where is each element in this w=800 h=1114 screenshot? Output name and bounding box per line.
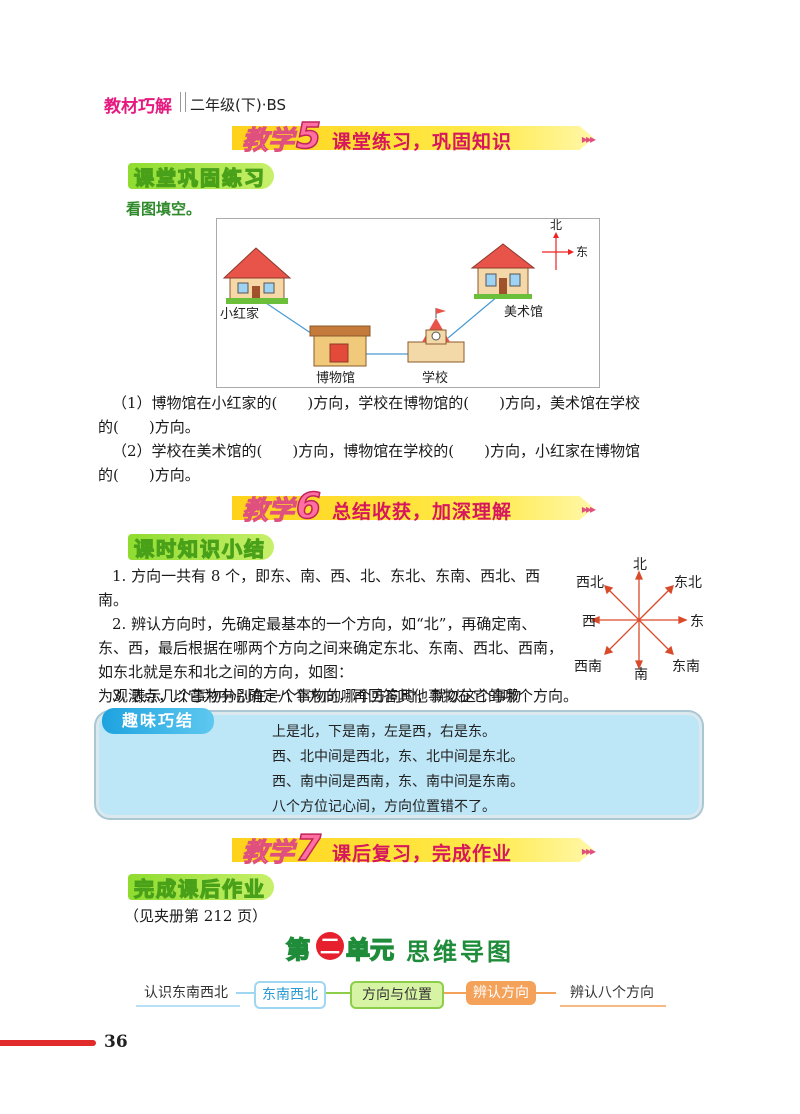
svg-text:博物馆: 博物馆 bbox=[316, 371, 355, 386]
mindmap-node-direction-position: 方向与位置 bbox=[350, 981, 444, 1009]
step-title: 课堂练习，巩固知识 bbox=[332, 131, 513, 153]
mindmap-node-eight-directions: 辨认八个方向 bbox=[570, 985, 654, 1001]
arrow-icon: ▸▸▸ bbox=[581, 844, 596, 858]
grade-label: 二年级(下)·BS bbox=[190, 96, 287, 114]
compass-south: 南 bbox=[634, 667, 648, 683]
school-icon bbox=[407, 308, 465, 363]
mindmap-node-nsew: 东南西北 bbox=[254, 981, 326, 1009]
label-north: 北 bbox=[550, 218, 562, 232]
compass-rose-icon bbox=[590, 570, 688, 670]
mindmap-title: 第 二 单元 思维导图 bbox=[285, 932, 514, 966]
direction-map-figure: 小红家 博物馆 学校 美术馆 北 东 bbox=[216, 218, 600, 388]
label-east: 东 bbox=[576, 245, 588, 259]
mindmap-node-identify-direction: 辨认方向 bbox=[466, 981, 536, 1005]
label-gallery: 美术馆 bbox=[504, 305, 543, 320]
svg-text:北: 北 bbox=[550, 218, 562, 232]
mindmap-node-recognize-nsew: 认识东南西北 bbox=[144, 985, 228, 1001]
summary-point-3b: 为观测点，以它为中心确定八个方向，再回答其他事物在它的哪个方向。 bbox=[98, 687, 579, 705]
eight-direction-compass: 北 东北 东 东南 南 西南 西 西北 bbox=[572, 557, 706, 683]
question-1b: 的( )方向。 bbox=[98, 418, 200, 436]
compass-northwest: 西北 bbox=[576, 575, 604, 591]
fun-summary-rhyme: 上是北，下是南，左是西，右是东。 西、北中间是西北，东、北中间是东北。 西、南中… bbox=[272, 720, 524, 820]
label-school: 学校 bbox=[422, 370, 448, 386]
step-number: 7 bbox=[295, 827, 322, 870]
arrow-icon: ▸▸▸ bbox=[581, 132, 596, 146]
page-footer-bar bbox=[0, 1040, 96, 1046]
summary-point-2a: 2. 辨认方向时，先确定最基本的一个方向，如“北”，再确定南、 bbox=[112, 615, 537, 633]
compass-east: 东 bbox=[690, 614, 704, 630]
mindmap-connectors bbox=[136, 992, 666, 1007]
compass-west: 西 bbox=[582, 614, 596, 630]
step-label: 教学 bbox=[241, 126, 295, 157]
section-practice-header: 课堂巩固练习 bbox=[128, 161, 274, 191]
step-6-banner: 教学 6 总结收获，加深理解 ▸▸▸ bbox=[232, 485, 596, 528]
step-number: 5 bbox=[295, 115, 322, 158]
compass-southwest: 西南 bbox=[574, 659, 602, 675]
compass-southeast: 东南 bbox=[672, 659, 700, 675]
step-label: 教学 bbox=[241, 838, 295, 869]
homework-reference: （见夹册第 212 页） bbox=[124, 907, 268, 925]
step-5-banner: 教学 5 课堂练习，巩固知识 ▸▸▸ bbox=[232, 115, 596, 158]
label-home: 小红家 bbox=[220, 306, 259, 322]
compass-north: 北 bbox=[633, 557, 647, 573]
svg-text:东: 东 bbox=[576, 245, 588, 259]
question-2b: 的( )方向。 bbox=[98, 466, 200, 484]
gallery-icon bbox=[470, 243, 536, 299]
summary-point-2c: 如东北就是东和北之间的方向，如图： bbox=[98, 663, 354, 681]
practice-questions: （1）博物馆在小红家的( )方向，学校在博物馆的( )方向，美术馆在学校 的( … bbox=[98, 391, 708, 487]
step-7-banner: 教学 7 课后复习，完成作业 ▸▸▸ bbox=[232, 827, 596, 870]
summary-point-3a: 3. 表示几个事物分别在一个事物的哪个方向时，就以这个事物 bbox=[112, 687, 522, 705]
svg-text:学校: 学校 bbox=[422, 370, 448, 386]
unit-number: 二 bbox=[316, 932, 344, 960]
fun-summary-title: 趣味巧结 bbox=[102, 708, 214, 734]
compass-northeast: 东北 bbox=[674, 575, 702, 591]
question-1a: （1）博物馆在小红家的( )方向，学校在博物馆的( )方向，美术馆在学校 bbox=[112, 394, 640, 412]
question-2a: （2）学校在美术馆的( )方向，博物馆在学校的( )方向，小红家在博物馆 bbox=[112, 442, 640, 460]
arrow-icon: ▸▸▸ bbox=[581, 502, 596, 516]
rhyme-line: 西、南中间是西南，东、南中间是东南。 bbox=[272, 774, 524, 790]
practice-instruction: 看图填空。 bbox=[126, 200, 202, 218]
page-number: 36 bbox=[104, 1032, 128, 1052]
book-brand: 教材巧解 bbox=[104, 97, 172, 117]
svg-text:小红家: 小红家 bbox=[220, 306, 259, 322]
summary-point-1: 1. 方向一共有 8 个，即东、南、西、北、东北、东南、西北、西南。 bbox=[98, 567, 541, 609]
museum-icon bbox=[309, 325, 371, 367]
section-homework-header: 完成课后作业 bbox=[128, 872, 274, 902]
house-icon bbox=[222, 247, 292, 304]
step-number: 6 bbox=[295, 485, 322, 528]
summary-point-2b: 东、西，最后根据在哪两个方向之间来确定东北、东南、西北、西南， bbox=[98, 639, 564, 657]
rhyme-line: 西、北中间是西北，东、北中间是东北。 bbox=[272, 749, 524, 765]
step-title: 课后复习，完成作业 bbox=[332, 843, 513, 865]
step-title: 总结收获，加深理解 bbox=[332, 501, 513, 523]
section-summary-header: 课时知识小结 bbox=[128, 532, 274, 562]
rhyme-line: 八个方位记心间，方向位置错不了。 bbox=[272, 799, 496, 815]
compass-icon bbox=[542, 232, 574, 270]
svg-text:美术馆: 美术馆 bbox=[504, 305, 543, 320]
step-label: 教学 bbox=[241, 496, 295, 527]
summary-text: 1. 方向一共有 8 个，即东、南、西、北、东北、东南、西北、西南。 2. 辨认… bbox=[98, 564, 568, 708]
label-museum: 博物馆 bbox=[316, 371, 355, 386]
header-divider bbox=[180, 92, 186, 112]
rhyme-line: 上是北，下是南，左是西，右是东。 bbox=[272, 724, 496, 740]
